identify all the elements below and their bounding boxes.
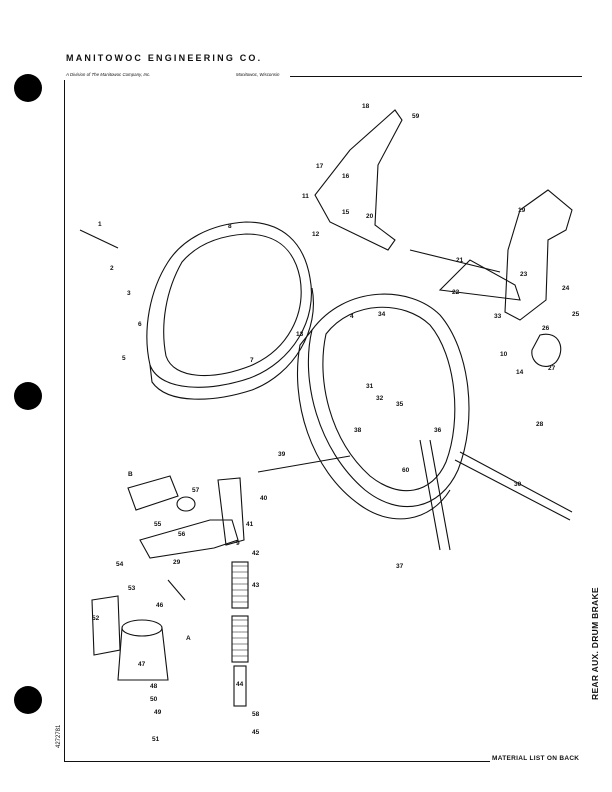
callout-1: 1 xyxy=(98,221,102,228)
callout-56: 56 xyxy=(178,531,186,538)
callout-46: 46 xyxy=(156,602,164,609)
callout-20: 20 xyxy=(366,213,374,220)
callout-22: 22 xyxy=(452,289,460,296)
lever-assembly xyxy=(127,475,245,559)
callout-36: 36 xyxy=(434,427,442,434)
callout-59: 59 xyxy=(412,113,420,120)
binder-hole-top xyxy=(14,74,42,102)
location-text: Manitowoc, Wisconsin xyxy=(236,72,280,77)
binder-hole-middle xyxy=(14,382,42,410)
callout-32: 32 xyxy=(376,395,384,402)
frame-top-rule xyxy=(290,76,582,77)
callout-6: 6 xyxy=(138,321,142,328)
callout-35: 35 xyxy=(396,401,404,408)
callout-43: 43 xyxy=(252,582,260,589)
callout-12: 12 xyxy=(312,231,320,238)
callout-54: 54 xyxy=(116,561,124,568)
brake-band-left xyxy=(146,221,314,400)
callout-34: 34 xyxy=(378,311,386,318)
company-name: MANITOWOC ENGINEERING CO. xyxy=(66,53,263,63)
callout-26: 26 xyxy=(542,325,550,332)
side-title: REAR AUX. DRUM BRAKE xyxy=(590,587,600,700)
callout-14: 14 xyxy=(516,369,524,376)
callout-49: 49 xyxy=(154,709,162,716)
callout-2: 2 xyxy=(110,265,114,272)
callout-50: 50 xyxy=(150,696,158,703)
callout-30: 30 xyxy=(514,481,522,488)
callout-19: 19 xyxy=(518,207,526,214)
callout-23: 23 xyxy=(520,271,528,278)
callout-17: 17 xyxy=(316,163,324,170)
callout-A: A xyxy=(186,635,191,642)
callout-8: 8 xyxy=(228,223,232,230)
material-list-note: MATERIAL LIST ON BACK xyxy=(492,755,580,762)
callout-48: 48 xyxy=(150,683,158,690)
callout-24: 24 xyxy=(562,285,570,292)
callout-39: 39 xyxy=(278,451,286,458)
callout-29: 29 xyxy=(173,559,181,566)
callout-52: 52 xyxy=(92,615,100,622)
callout-44: 44 xyxy=(236,681,244,688)
callout-33: 33 xyxy=(494,313,502,320)
callout-13: 13 xyxy=(296,331,304,338)
callout-7: 7 xyxy=(250,357,254,364)
callout-58: 58 xyxy=(252,711,260,718)
springs xyxy=(231,561,249,707)
callout-9: 9 xyxy=(236,540,240,547)
callout-40: 40 xyxy=(260,495,268,502)
callout-5: 5 xyxy=(122,355,126,362)
rods-and-links xyxy=(79,229,573,551)
callout-51: 51 xyxy=(152,736,160,743)
callout-10: 10 xyxy=(500,351,508,358)
callout-42: 42 xyxy=(252,550,260,557)
bracket-assemblies xyxy=(314,109,573,367)
frame-left-rule xyxy=(64,80,65,762)
callout-21: 21 xyxy=(456,257,464,264)
callout-37: 37 xyxy=(396,563,404,570)
callout-53: 53 xyxy=(128,585,136,592)
air-cylinder xyxy=(91,579,186,681)
frame-bottom-rule xyxy=(64,761,490,762)
callout-57: 57 xyxy=(192,487,200,494)
callout-3: 3 xyxy=(127,290,131,297)
document-number: 4272781 xyxy=(56,724,62,748)
callout-B: B xyxy=(128,471,133,478)
callout-27: 27 xyxy=(548,365,556,372)
division-text: A Division of The Manitowoc Company, Inc… xyxy=(66,72,151,77)
callout-4: 4 xyxy=(350,313,354,320)
callout-31: 31 xyxy=(366,383,374,390)
callout-55: 55 xyxy=(154,521,162,528)
callout-47: 47 xyxy=(138,661,146,668)
callout-38: 38 xyxy=(354,427,362,434)
binder-hole-bottom xyxy=(14,686,42,714)
brake-band-right xyxy=(297,293,470,520)
callout-18: 18 xyxy=(362,103,370,110)
callout-16: 16 xyxy=(342,173,350,180)
callout-60: 60 xyxy=(402,467,410,474)
callout-28: 28 xyxy=(536,421,544,428)
callout-45: 45 xyxy=(252,729,260,736)
callout-41: 41 xyxy=(246,521,254,528)
callout-25: 25 xyxy=(572,311,580,318)
callout-15: 15 xyxy=(342,209,350,216)
callout-labels: 1 2 3 4 5 6 7 8 9 10 11 12 13 14 15 16 1… xyxy=(92,103,580,743)
callout-11: 11 xyxy=(302,193,309,200)
